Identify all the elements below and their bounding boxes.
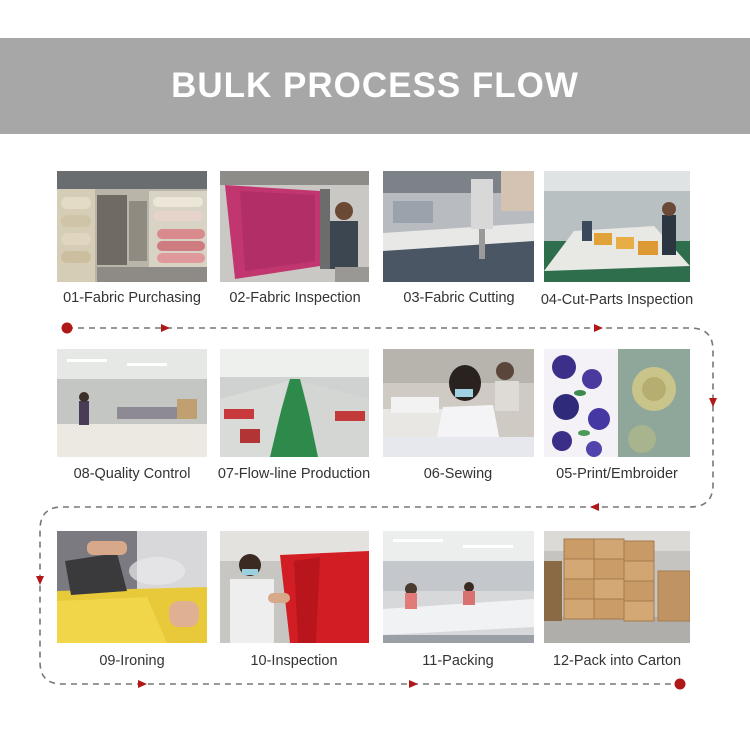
step-label: 08-Quality Control (73, 466, 191, 482)
cartons-stack-photo (544, 531, 690, 643)
step-label: 10-Inspection (250, 653, 338, 669)
step-label: 07-Flow-line Production (217, 466, 371, 482)
step-label: 12-Pack into Carton (552, 653, 682, 669)
cut-parts-inspection-photo (544, 171, 690, 282)
title-banner: BULK PROCESS FLOW (0, 38, 750, 134)
step-label: 03-Fabric Cutting (403, 290, 515, 306)
step-label: 01-Fabric Purchasing (63, 290, 201, 306)
flow-arrow-right-icon (161, 324, 170, 332)
step-label: 11-Packing (422, 653, 494, 669)
flow-end-dot (674, 678, 686, 690)
flow-arrow-right-icon (594, 324, 603, 332)
step-label: 09-Ironing (99, 653, 165, 669)
fabric-inspection-machine-photo (220, 171, 369, 282)
fabric-warehouse-photo (57, 171, 207, 282)
flow-arrow-right-icon (409, 680, 418, 688)
flow-arrow-right-icon (138, 680, 147, 688)
production-line-photo (220, 349, 369, 457)
steam-ironing-photo (57, 531, 207, 643)
page-title: BULK PROCESS FLOW (171, 66, 579, 105)
step-label: 05-Print/Embroider (556, 466, 678, 482)
step-label: 06-Sewing (423, 466, 493, 482)
sewing-worker-photo (383, 349, 534, 457)
printed-fabric-photo (544, 349, 690, 457)
quality-control-photo (57, 349, 207, 457)
garment-inspection-photo (220, 531, 369, 643)
packing-table-photo (383, 531, 534, 643)
flow-arrow-down-icon (36, 576, 44, 585)
step-label: 04-Cut-Parts Inspection (540, 292, 694, 308)
flow-arrow-down-icon (709, 398, 717, 407)
fabric-cutting-photo (383, 171, 534, 282)
flow-dashed-line (39, 327, 714, 685)
flow-start-dot (61, 322, 73, 334)
step-label: 02-Fabric Inspection (229, 290, 361, 306)
flow-arrow-left-icon (590, 503, 599, 511)
